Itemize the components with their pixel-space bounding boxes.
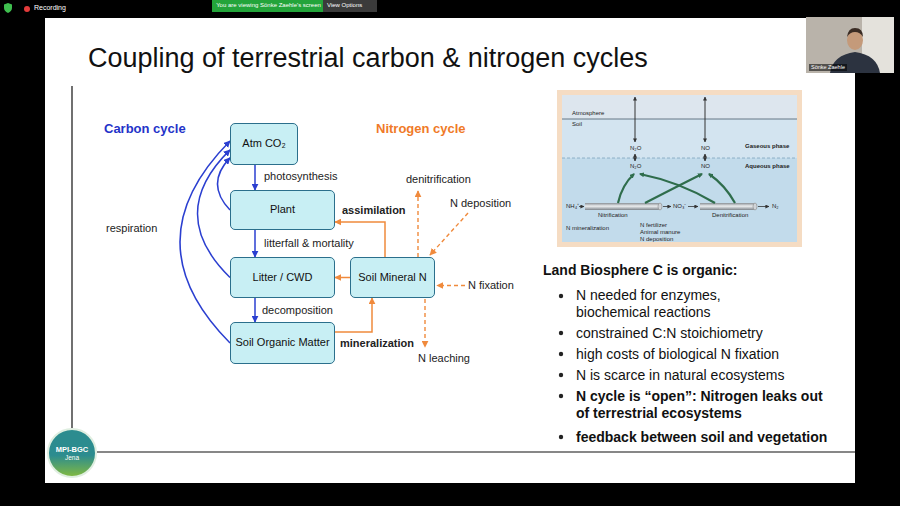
node-text: Litter / CWD [253, 271, 313, 284]
carbon-flux-arrow [254, 230, 256, 257]
bullet-text: N is scarce in natural ecosystems [576, 367, 785, 384]
gas-label: N₂O [630, 163, 641, 170]
carbon-pool-box: Soil Organic Matter [230, 322, 335, 364]
carbon-flux-arrow [198, 150, 231, 278]
node-text: Soil Mineral N [358, 271, 426, 284]
figure-label: Soil [572, 121, 582, 128]
carbon-pool-box: Litter / CWD [230, 257, 335, 298]
flux-label: photosynthesis [264, 170, 337, 183]
flux-name: denitrification [406, 173, 471, 186]
webcam-tile: Sönke Zaehle [806, 17, 894, 73]
phase-label: Gaseous phase [745, 143, 789, 150]
flux-name: N fixation [468, 279, 514, 292]
ion-label: NH₄⁺ [566, 203, 579, 210]
carbon-pool-box: Plant [230, 190, 335, 230]
flux-label: respiration [106, 222, 157, 235]
institute-logo: MPI-BGCJena [47, 428, 97, 478]
recording-dot [24, 6, 30, 12]
bullet-text: N needed for enzymes, biochemical reacti… [576, 287, 766, 321]
node-text: Jena [65, 454, 79, 462]
shield-icon [4, 3, 12, 13]
bullet-text: N cycle is “open”: Nitrogen leaks out of… [576, 388, 826, 422]
list-heading: Land Biosphere C is organic: [543, 262, 737, 279]
cycle-heading: Nitrogen cycle [376, 121, 466, 137]
nitrogen-flux-arrow [335, 298, 372, 332]
node-text: Atm CO₂ [242, 137, 285, 150]
recording-status: Recording [34, 4, 66, 12]
carbon-flux-arrow [254, 298, 256, 322]
node-text: Sönke Zaehle [809, 64, 847, 71]
bullet-text: feedback between soil and vegetation [576, 429, 827, 446]
cycle-heading: Carbon cycle [104, 121, 186, 137]
screen-share-banner: You are viewing Sönke Zaehle's screen [212, 0, 325, 12]
bullet-text: constrained C:N stoichiometry [576, 325, 763, 342]
process-label: Denitrification [712, 212, 748, 219]
source-label: N mineralization [566, 225, 609, 232]
gas-label: NO [701, 163, 710, 170]
slide-rule [97, 451, 855, 452]
flux-label: litterfall & mortality [264, 237, 354, 250]
figure-label: Atmosphere [572, 110, 604, 117]
node-text: View Options [327, 2, 362, 9]
node-text: You are viewing Sönke Zaehle's screen [216, 2, 321, 9]
node-text: Soil Organic Matter [235, 336, 329, 349]
bullet-text: high costs of biological N fixation [576, 346, 779, 363]
nitrogen-flux-arrow [335, 277, 350, 279]
bullet-dots [559, 294, 563, 439]
carbon-pool-box: Atm CO₂ [230, 123, 298, 165]
carbon-flux-arrow [254, 165, 256, 190]
nitrogen-pool-box: Soil Mineral N [350, 257, 435, 298]
webcam-picture [806, 17, 894, 73]
gas-label: NO [701, 145, 710, 152]
node-text: MPI-BGC [56, 445, 89, 454]
flux-label: decomposition [262, 304, 333, 317]
flux-name: N deposition [450, 197, 511, 210]
ion-label: NO₃⁻ [673, 203, 686, 210]
flux-name: N leaching [418, 352, 470, 365]
slide-background [45, 18, 855, 483]
node-text: Plant [270, 203, 295, 216]
flux-label: assimilation [342, 204, 406, 217]
process-label: Nitrification [598, 212, 628, 219]
slide-rule [71, 86, 72, 428]
soil-gas-illustration [557, 90, 802, 247]
slide-title: Coupling of terrestrial carbon & nitroge… [88, 42, 648, 74]
source-label: N fertilizer Animal manure N deposition [640, 222, 683, 243]
carbon-flux-arrow [218, 158, 231, 210]
gas-label: N₂O [630, 145, 641, 152]
view-options-button: View Options [323, 0, 377, 12]
gas-label: N₂ [772, 203, 779, 210]
phase-label: Aqueous phase [745, 163, 790, 170]
flux-label: mineralization [340, 337, 414, 350]
carbon-flux-arrow [180, 141, 230, 343]
